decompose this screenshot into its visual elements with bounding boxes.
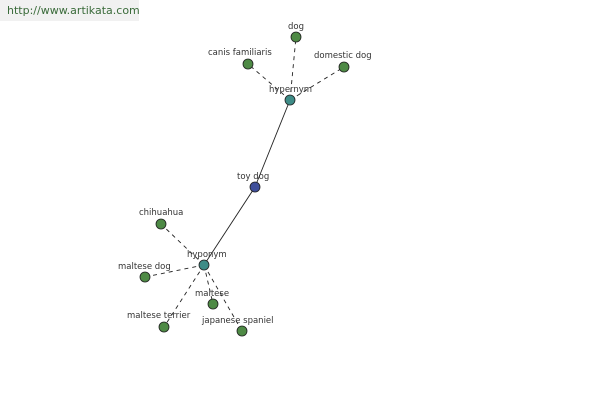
node-label-canis-familiaris: canis familiaris bbox=[208, 48, 272, 58]
node-toy-dog[interactable] bbox=[249, 181, 261, 193]
node-hyponym[interactable] bbox=[198, 259, 210, 271]
source-url-banner: http://www.artikata.com bbox=[0, 0, 140, 21]
edge-layer bbox=[144, 36, 345, 332]
node-label-toy-dog: toy dog bbox=[237, 172, 269, 182]
edge-hyponym-maltese-dog bbox=[144, 264, 205, 278]
edge-hypernym-canis-familiaris bbox=[247, 63, 291, 101]
edge-toy-dog-hyponym bbox=[203, 186, 256, 266]
label-layer: toy dog hypernym hyponym dog canis familiari… bbox=[118, 22, 372, 326]
node-label-hyponym: hyponym bbox=[187, 250, 227, 260]
edge-hyponym-maltese bbox=[203, 264, 214, 305]
node-label-maltese-terrier: maltese terrier bbox=[127, 311, 191, 321]
node-label-dog: dog bbox=[288, 22, 304, 32]
node-hypernym[interactable] bbox=[284, 94, 296, 106]
node-label-japanese-spaniel: japanese spaniel bbox=[201, 316, 274, 326]
node-label-maltese: maltese bbox=[195, 289, 229, 299]
node-chihuahua[interactable] bbox=[155, 218, 167, 230]
node-label-hypernym: hypernym bbox=[269, 85, 312, 95]
node-maltese-terrier[interactable] bbox=[158, 321, 170, 333]
source-url-text[interactable]: http://www.artikata.com bbox=[7, 4, 140, 17]
node-maltese[interactable] bbox=[207, 298, 219, 310]
node-domestic-dog[interactable] bbox=[338, 61, 350, 73]
node-layer bbox=[139, 31, 350, 337]
node-canis-familiaris[interactable] bbox=[242, 58, 254, 70]
node-label-domestic-dog: domestic dog bbox=[314, 51, 372, 61]
node-label-chihuahua: chihuahua bbox=[139, 208, 183, 218]
node-label-maltese-dog: maltese dog bbox=[118, 262, 171, 272]
node-japanese-spaniel[interactable] bbox=[236, 325, 248, 337]
edge-hyponym-chihuahua bbox=[160, 223, 205, 266]
node-maltese-dog[interactable] bbox=[139, 271, 151, 283]
node-dog[interactable] bbox=[290, 31, 302, 43]
edge-hypernym-domestic-dog bbox=[289, 66, 345, 101]
edge-toy-dog-hypernym bbox=[254, 99, 291, 188]
edge-hypernym-dog bbox=[289, 36, 297, 101]
